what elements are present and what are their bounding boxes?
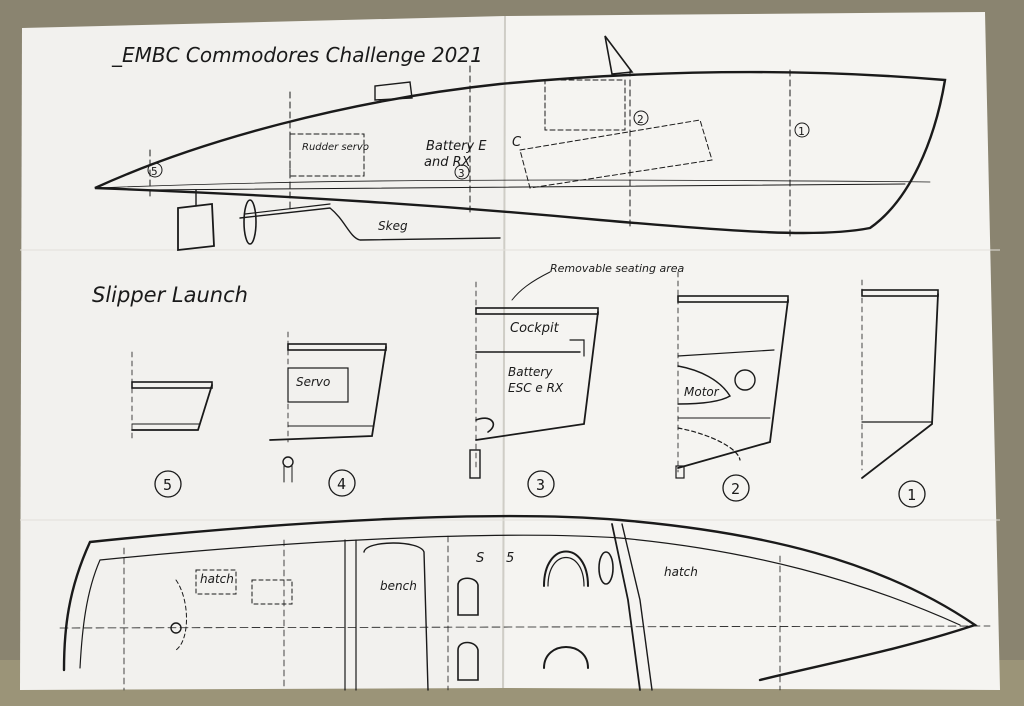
station-marker-1 [794,122,810,138]
hatch-box-left [195,569,237,595]
rudder [177,202,215,252]
label-servo: Servo [296,375,330,389]
windscreen-top-2 [621,523,653,691]
rudder-servo-box [289,133,365,177]
section-5 [131,351,213,443]
battery-box [519,119,713,189]
label-motor: Motor [684,385,720,399]
deck-edge-top [79,534,961,669]
label-section-esc: ESC e RX [508,381,564,395]
skeg-line [239,207,501,241]
station-number-5: 5 [151,165,158,178]
section-number-5: 5 [163,476,172,494]
chine-line [94,179,931,189]
windscreen [604,35,634,75]
cockpit-coaming [374,81,413,101]
label-section-battery: Battery [508,365,553,379]
station-marker-2 [633,110,649,126]
label-mark-5: 5 [506,551,514,566]
label-bench: bench [380,579,417,593]
prop-shaft [244,203,331,215]
seat-back-left-2 [457,641,479,681]
label-removable-seating: Removable seating area [550,262,684,275]
station-number-3: 3 [458,167,465,180]
seat-back-right-inner [547,557,585,587]
windscreen-top [611,523,641,691]
seating-box [544,79,626,131]
station-marker-5 [147,162,163,178]
side-view [94,35,947,252]
label-skeg: Skeg [378,219,408,233]
rudder-linkage [175,579,187,651]
section-3 [469,271,599,479]
hull-outline-side [94,70,947,235]
label-hatch-left: hatch [200,572,234,586]
station-number-2: 2 [637,113,644,126]
section-number-circles [154,469,926,508]
cross-sections [131,271,939,483]
label-battery-c: C [512,135,522,150]
seat-back-left [457,577,479,616]
paper-sheet-left [20,16,505,690]
label-cockpit: Cockpit [510,321,560,336]
waterline [139,183,906,191]
bench [363,542,429,691]
plan-title: _EMBC Commodores Challenge 2021 [111,43,483,67]
rudder-post-top [170,622,182,634]
fitting-oval [598,551,614,585]
plan-subtitle: Slipper Launch [92,283,248,307]
centerline-top [59,625,991,629]
section-number-1: 1 [907,486,916,504]
section-1 [861,279,939,479]
hull-outline-top [62,514,978,682]
label-mark-s: S [476,551,484,566]
propeller [243,199,257,245]
section-2 [675,271,789,479]
label-battery: Battery E [426,139,487,154]
label-rudder-servo: Rudder servo [302,142,369,153]
seat-back-right-2 [543,646,589,669]
label-hatch-right: hatch [664,565,698,579]
seat-back-right [543,550,589,587]
top-view [59,514,991,691]
label-and-rx: and RX [424,155,472,170]
section-number-2: 2 [731,480,740,498]
section-number-3: 3 [536,476,545,494]
section-number-4: 4 [337,475,346,493]
station-number-1: 1 [798,125,805,138]
section-4 [269,331,387,483]
station-marker-3 [454,164,470,180]
servo-box-top [251,579,293,605]
